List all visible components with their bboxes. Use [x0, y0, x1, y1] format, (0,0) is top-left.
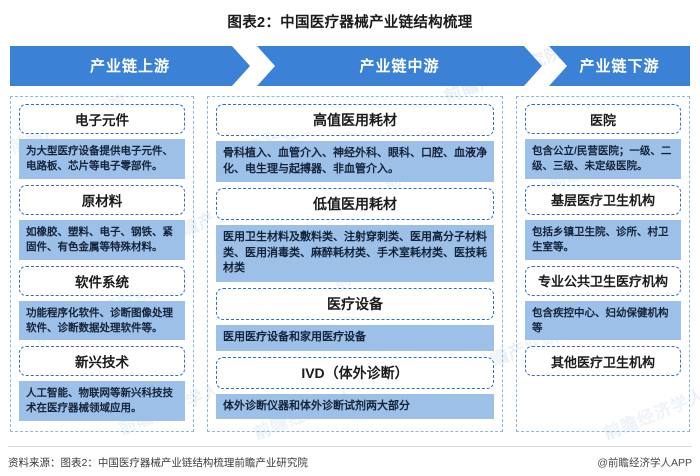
block-description: 包含公立/民营医院；一级、二级、三级、未定级医院。: [525, 139, 681, 179]
block-upstream-1: 原材料 如橡胶、塑料、电子、钢铁、紧固件、有色金属等特殊材料。: [19, 184, 185, 260]
block-upstream-2: 软件系统 功能程序化软件、诊断图像处理软件、诊断数据处理软件等。: [19, 265, 185, 341]
block-heading[interactable]: 低值医用耗材: [216, 188, 494, 221]
chevron-midstream-label: 产业链中游: [359, 57, 440, 75]
block-downstream-1: 基层医疗卫生机构 包括乡镇卫生院、诊所、村卫生室等。: [525, 184, 681, 260]
block-heading[interactable]: 医院: [525, 104, 681, 134]
block-heading[interactable]: 软件系统: [19, 265, 185, 296]
block-downstream-2: 专业公共卫生医疗机构 包含疾控中心、妇幼保健机构等: [525, 265, 681, 341]
block-description: 功能程序化软件、诊断图像处理软件、诊断数据处理软件等。: [19, 300, 185, 341]
block-description: 包含疾控中心、妇幼保健机构等: [525, 300, 681, 341]
footer-divider: [8, 446, 692, 447]
block-heading[interactable]: 专业公共卫生医疗机构: [525, 265, 681, 296]
footer: 资料来源：图表2：中国医疗器械产业链结构梳理前瞻产业研究院 @前瞻经济学人APP: [8, 453, 692, 471]
block-upstream-3: 新兴技术 人工智能、物联网等新兴科技技术在医疗器械领域应用。: [19, 346, 185, 422]
chevron-downstream-label: 产业链下游: [579, 57, 660, 75]
block-heading[interactable]: 原材料: [19, 184, 185, 215]
block-midstream-0: 高值医用耗材 骨科植入、血管介入、神经外科、眼科、口腔、血液净化、电生理与起搏器…: [216, 104, 494, 183]
block-description: 医用卫生材料及敷料类、注射穿刺类、医用高分子材料类、医用消毒类、麻醉耗材类、手术…: [216, 225, 494, 283]
block-midstream-2: 医疗设备 医用医疗设备和家用医疗设备: [216, 288, 494, 351]
page-title: 图表2：中国医疗器械产业链结构梳理: [227, 15, 473, 31]
block-heading[interactable]: 新兴技术: [19, 346, 185, 377]
block-description: 为大型医疗设备提供电子元件、电路板、芯片等电子零部件。: [19, 139, 185, 179]
chevron-upstream-label: 产业链上游: [89, 57, 170, 75]
block-heading[interactable]: 电子元件: [19, 104, 185, 134]
block-description: 体外诊断仪器和体外诊断试剂两大部分: [216, 393, 494, 420]
block-description: 包括乡镇卫生院、诊所、村卫生室等。: [525, 219, 681, 260]
block-heading[interactable]: 其他医疗卫生机构: [525, 346, 681, 377]
block-description: 人工智能、物联网等新兴科技技术在医疗器械领域应用。: [19, 381, 185, 422]
chain-columns: 电子元件 为大型医疗设备提供电子元件、电路板、芯片等电子零部件。 原材料 如橡胶…: [10, 96, 690, 432]
block-midstream-3: IVD（体外诊断） 体外诊断仪器和体外诊断试剂两大部分: [216, 356, 494, 420]
column-upstream: 电子元件 为大型医疗设备提供电子元件、电路板、芯片等电子零部件。 原材料 如橡胶…: [10, 96, 194, 432]
block-downstream-3: 其他医疗卫生机构: [525, 346, 681, 377]
block-description: 医用医疗设备和家用医疗设备: [216, 325, 494, 351]
block-heading[interactable]: 基层医疗卫生机构: [525, 184, 681, 215]
block-description: 如橡胶、塑料、电子、钢铁、紧固件、有色金属等特殊材料。: [19, 219, 185, 260]
chevron-band: 产业链上游 产业链中游 产业链下游: [10, 46, 690, 86]
column-downstream: 医院 包含公立/民营医院；一级、二级、三级、未定级医院。 基层医疗卫生机构 包括…: [516, 96, 690, 432]
block-description: 骨科植入、血管介入、神经外科、眼科、口腔、血液净化、电生理与起搏器、非血管介入。: [216, 141, 494, 183]
column-midstream: 高值医用耗材 骨科植入、血管介入、神经外科、眼科、口腔、血液净化、电生理与起搏器…: [207, 96, 503, 432]
chevron-midstream[interactable]: 产业链中游: [257, 46, 542, 86]
source-text: 资料来源：图表2：中国医疗器械产业链结构梳理前瞻产业研究院: [8, 456, 308, 469]
block-midstream-1: 低值医用耗材 医用卫生材料及敷料类、注射穿刺类、医用高分子材料类、医用消毒类、麻…: [216, 188, 494, 283]
chevron-upstream[interactable]: 产业链上游: [10, 46, 250, 86]
block-heading[interactable]: 医疗设备: [216, 288, 494, 321]
block-downstream-0: 医院 包含公立/民营医院；一级、二级、三级、未定级医院。: [525, 104, 681, 179]
block-upstream-0: 电子元件 为大型医疗设备提供电子元件、电路板、芯片等电子零部件。: [19, 104, 185, 179]
chevron-downstream[interactable]: 产业链下游: [549, 46, 690, 86]
credit-text: @前瞻经济学人APP: [597, 456, 692, 469]
block-heading[interactable]: 高值医用耗材: [216, 104, 494, 136]
block-heading[interactable]: IVD（体外诊断）: [216, 356, 494, 389]
